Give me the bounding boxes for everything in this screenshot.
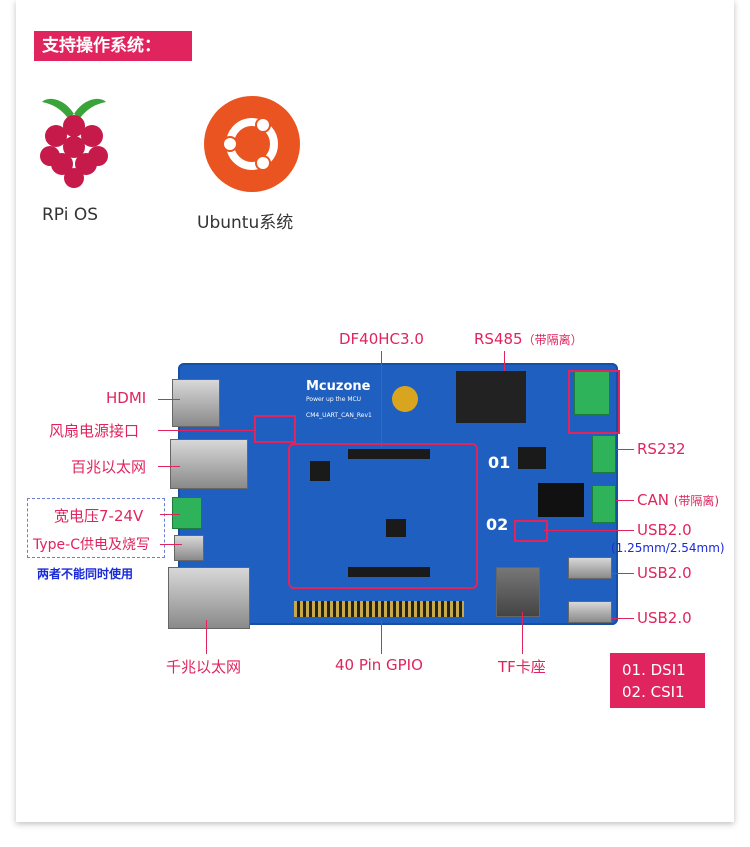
typec-port bbox=[174, 535, 204, 561]
rs232-chip bbox=[518, 447, 546, 469]
power-input-group bbox=[27, 498, 165, 558]
dc-terminal bbox=[172, 497, 202, 529]
label-wide-voltage: 宽电压7-24V bbox=[54, 507, 144, 525]
rs485-terminal bbox=[574, 369, 610, 415]
label-ethernet-100m: 百兆以太网 bbox=[71, 458, 147, 476]
rs232-terminal bbox=[592, 435, 616, 473]
fan-header-outline bbox=[254, 415, 296, 443]
module-outline bbox=[288, 443, 478, 589]
os-label-ubuntu: Ubuntu系统 bbox=[197, 213, 294, 233]
leader-rs232 bbox=[616, 449, 634, 450]
label-rs485-text: RS485 bbox=[474, 330, 523, 348]
marker-01: 01 bbox=[488, 453, 511, 472]
leader-fan-power bbox=[158, 430, 254, 431]
df40-connector-bottom bbox=[348, 567, 430, 577]
label-hdmi: HDMI bbox=[106, 389, 147, 407]
label-rs485-note: （带隔离） bbox=[522, 333, 583, 347]
chip-2 bbox=[386, 519, 406, 537]
leader-ethernet-100m bbox=[158, 466, 180, 467]
legend-dsi: 01. DSI1 bbox=[622, 661, 686, 679]
leader-usb-b bbox=[612, 573, 634, 574]
leader-gigabit bbox=[206, 620, 207, 654]
board-image: Mcuzone Power up the MCU CM4_UART_CAN_Re… bbox=[168, 363, 618, 629]
gigabit-port bbox=[168, 567, 250, 629]
label-usb-a: USB2.0 bbox=[637, 521, 692, 539]
usb-header-outline bbox=[514, 520, 548, 542]
os-label-rpi: RPi OS bbox=[42, 205, 98, 225]
leader-usb-a bbox=[544, 530, 634, 531]
leader-wide-voltage bbox=[160, 514, 180, 515]
label-usb-c: USB2.0 bbox=[637, 609, 692, 627]
ethernet-100m-port bbox=[170, 439, 248, 489]
leader-gpio bbox=[381, 620, 382, 654]
df40-connector-top bbox=[348, 449, 430, 459]
leader-rs485 bbox=[504, 351, 505, 371]
marker-02: 02 bbox=[486, 515, 509, 534]
leader-usb-c bbox=[612, 618, 634, 619]
label-fan-power: 风扇电源接口 bbox=[49, 422, 140, 440]
board-model: CM4_UART_CAN_Rev1 bbox=[306, 412, 372, 419]
can-module bbox=[538, 483, 584, 517]
leader-df40 bbox=[381, 351, 382, 447]
label-usb-a-note: (1.25mm/2.54mm) bbox=[611, 541, 725, 555]
label-can-text: CAN bbox=[637, 491, 669, 509]
rs485-module bbox=[456, 371, 526, 423]
usb-port-2 bbox=[568, 601, 612, 623]
label-df40: DF40HC3.0 bbox=[339, 330, 424, 348]
interface-legend: 01. DSI1 02. CSI1 bbox=[610, 653, 705, 708]
leader-can bbox=[616, 500, 634, 501]
label-rs232: RS232 bbox=[637, 440, 686, 458]
leader-tf bbox=[522, 612, 523, 654]
ubuntu-icon bbox=[202, 94, 302, 194]
can-terminal bbox=[592, 485, 616, 523]
leader-hdmi bbox=[158, 399, 180, 400]
label-usb-b: USB2.0 bbox=[637, 564, 692, 582]
label-rs485: RS485（带隔离） bbox=[474, 330, 583, 348]
board-slogan: Power up the MCU bbox=[306, 396, 362, 403]
label-typec: Type-C供电及烧写 bbox=[33, 537, 150, 553]
board-brand: Mcuzone bbox=[306, 379, 371, 394]
label-gigabit: 千兆以太网 bbox=[166, 658, 242, 676]
label-gpio: 40 Pin GPIO bbox=[335, 656, 423, 674]
leader-typec bbox=[160, 544, 182, 545]
section-title: 支持操作系统： bbox=[34, 31, 192, 61]
chip-1 bbox=[310, 461, 330, 481]
label-can-note: (带隔离) bbox=[673, 494, 720, 508]
rs485-outline bbox=[568, 370, 620, 434]
tf-slot bbox=[496, 567, 540, 617]
raspberry-pi-icon bbox=[34, 92, 114, 192]
legend-csi: 02. CSI1 bbox=[622, 683, 685, 701]
gpio-header bbox=[294, 601, 464, 617]
hdmi-port bbox=[172, 379, 220, 427]
exclusive-note: 两者不能同时使用 bbox=[37, 567, 134, 581]
label-can: CAN (带隔离) bbox=[637, 491, 719, 509]
gold-coin-icon bbox=[392, 386, 418, 412]
usb-port-1 bbox=[568, 557, 612, 579]
label-tf: TF卡座 bbox=[498, 658, 546, 676]
